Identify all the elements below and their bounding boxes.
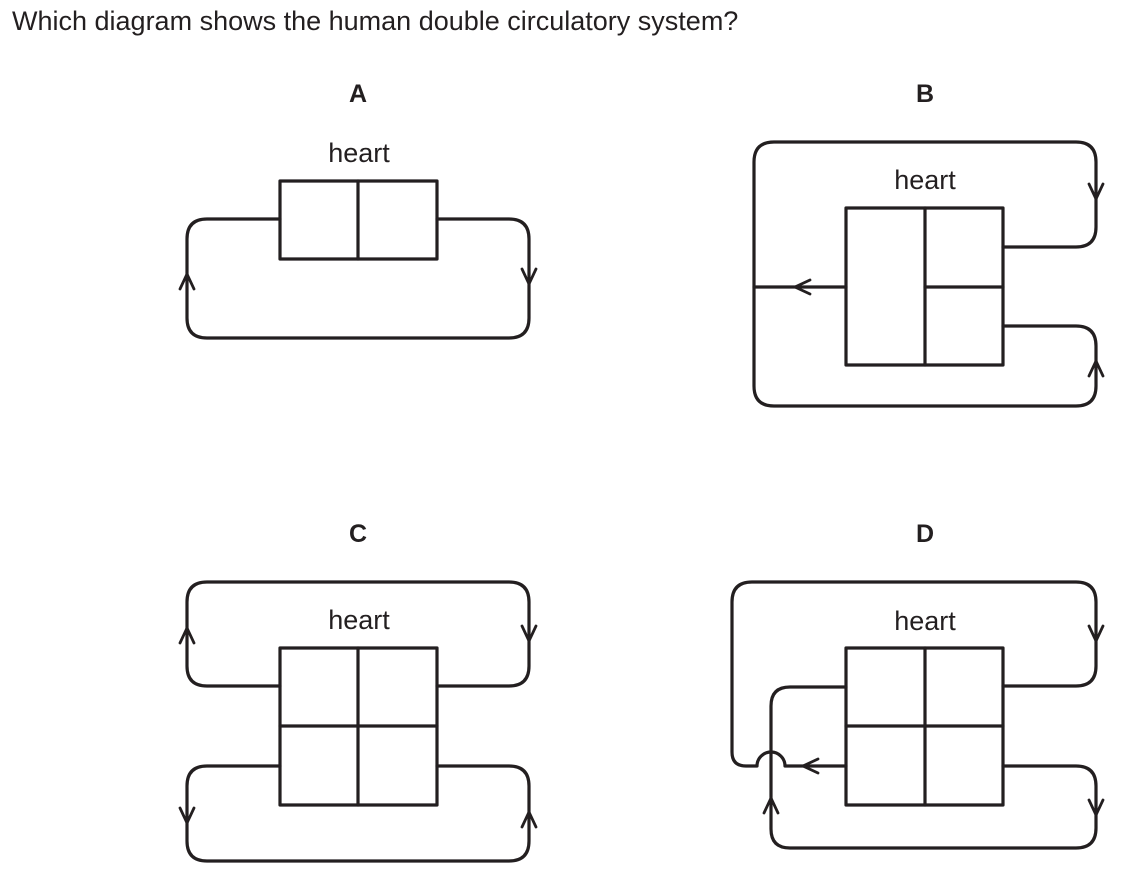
arrow-left-icon: [799, 757, 820, 775]
heart-label-c: heart: [328, 605, 390, 635]
arrow-down-icon: [520, 624, 538, 645]
heart-label-a: heart: [328, 138, 390, 168]
heart-box-d: [844, 646, 1005, 807]
heart-box-b: [844, 206, 1005, 367]
arrow-up-icon: [178, 270, 196, 291]
panel-letter-d: D: [915, 520, 935, 548]
question-text: Which diagram shows the human double cir…: [12, 6, 739, 36]
diagram-a: [178, 179, 538, 340]
panel-letter-b: B: [915, 80, 935, 108]
diagram-d: [730, 580, 1105, 850]
arrow-down-icon: [1087, 182, 1105, 203]
arrow-down-icon: [520, 267, 538, 288]
diagram-b: [752, 140, 1105, 408]
vessel-loop-a: [185, 217, 531, 340]
arrow-up-icon: [520, 808, 538, 829]
heart-box-c: [278, 646, 439, 807]
vessel-upper-b: [752, 140, 1098, 408]
vessel-inner-d: [769, 685, 1098, 850]
heart-box-a: [278, 179, 439, 261]
vessel-lower-c: [185, 764, 531, 863]
heart-label-b: heart: [894, 165, 956, 195]
arrow-down-icon: [1087, 798, 1105, 819]
panel-letter-c: C: [348, 520, 368, 548]
vessel-outer-d: [730, 580, 1098, 768]
panel-letter-a: A: [348, 80, 368, 108]
arrow-up-icon: [178, 624, 196, 645]
vessel-upper-c: [185, 580, 531, 688]
arrow-up-icon: [1087, 357, 1105, 378]
arrow-down-icon: [1087, 624, 1105, 645]
diagram-c: [178, 580, 538, 863]
arrow-down-icon: [178, 806, 196, 827]
arrow-left-icon: [791, 278, 812, 296]
arrow-up-icon: [762, 794, 780, 815]
heart-label-d: heart: [894, 606, 956, 636]
